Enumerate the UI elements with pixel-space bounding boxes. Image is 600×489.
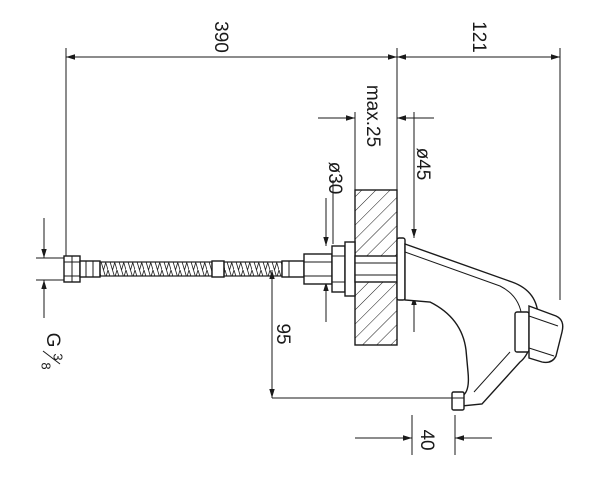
rosette-plate (396, 237, 406, 301)
dimension-lines (41, 54, 560, 441)
dim-wall-max: max.25 (362, 85, 383, 147)
wall-connector (303, 241, 398, 297)
dim-pipe-diameter: ø30 (324, 162, 345, 195)
dimension-labels: 390 121 max.25 ø30 ø45 95 40 G 3 8 (39, 21, 489, 450)
dim-drop-height: 95 (272, 323, 293, 344)
dim-spout-offset: 40 (416, 429, 437, 450)
extension-lines (36, 48, 561, 455)
dim-projection: 121 (468, 21, 489, 53)
push-button (514, 304, 564, 364)
thread-g-label: G (42, 333, 63, 348)
thread-numerator: 3 (51, 353, 66, 360)
thread-denominator: 8 (39, 362, 54, 369)
dim-overall-length: 390 (210, 21, 231, 53)
dim-rosette-diameter: ø45 (412, 148, 433, 181)
dim-thread-size: G 3 8 (39, 333, 66, 370)
flexible-hose (63, 255, 305, 283)
